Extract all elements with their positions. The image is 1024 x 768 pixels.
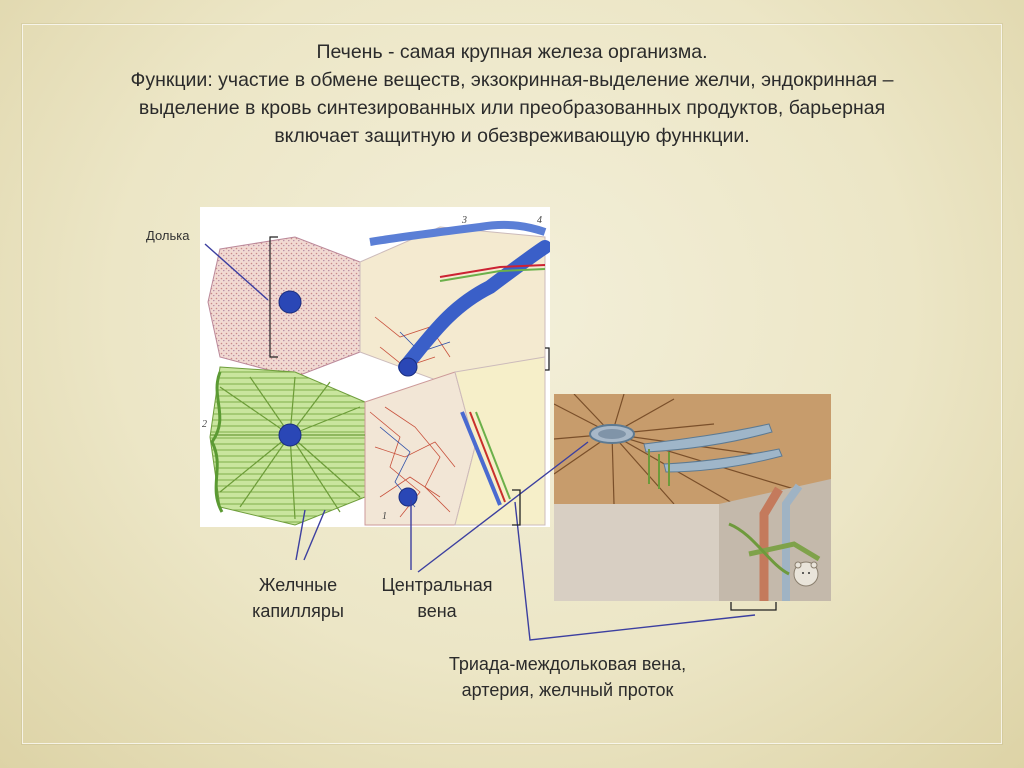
lobule-3d-block	[554, 394, 831, 601]
central-vein-line-2: вена	[417, 601, 457, 621]
title-line-2: Функции: участие в обмене веществ, экзок…	[130, 69, 894, 91]
central-vein-3	[398, 357, 418, 377]
title-line-3: выделение в кровь синтезированных или пр…	[138, 97, 886, 119]
bile-capillaries-label: Желчные капилляры	[238, 572, 358, 624]
liver-lobule-diagram: 3 4 2 1	[200, 207, 550, 527]
bear-watermark-icon	[793, 561, 819, 587]
lobule-label: Долька	[146, 228, 190, 243]
triad-line-1: Триада-междольковая вена,	[448, 654, 687, 674]
central-vein-2	[278, 423, 302, 447]
slide-title: Печень - самая крупная железа организма.…	[40, 38, 984, 150]
slide-frame	[22, 24, 1002, 744]
central-vein-line-1: Центральная	[381, 575, 493, 595]
portal-vein	[398, 240, 550, 374]
bile-capillaries-line-2: капилляры	[252, 601, 344, 621]
title-line-1: Печень - самая крупная железа организма.	[316, 41, 708, 63]
bile-capillaries-line-1: Желчные	[258, 575, 338, 595]
central-vein-1	[278, 290, 302, 314]
triad-vessels	[759, 486, 783, 601]
figure-number-1: 1	[382, 511, 387, 522]
triad-line-2: артерия, желчный проток	[461, 680, 674, 700]
central-vein-4	[398, 487, 418, 507]
central-vein-label: Центральная вена	[362, 572, 512, 624]
figure-number-2: 2	[202, 419, 207, 430]
figure-number-3: 3	[461, 215, 467, 226]
triad-label: Триада-междольковая вена, артерия, желчн…	[400, 651, 735, 703]
title-line-4: включает защитную и обезвреживающую фунн…	[274, 125, 750, 147]
figure-number-4: 4	[537, 215, 542, 226]
